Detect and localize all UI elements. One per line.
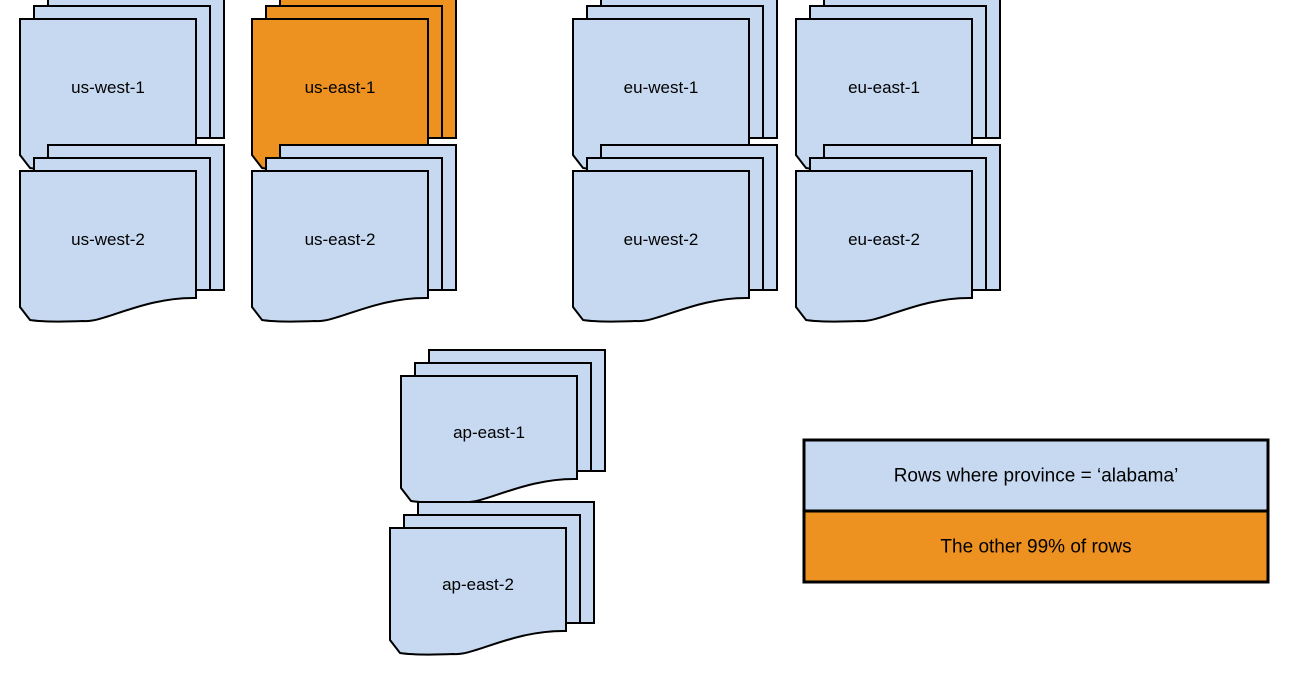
region-node-label: us-east-2 [305,230,376,249]
region-node-label: eu-east-1 [848,78,920,97]
region-node-us-east-1[interactable]: us-east-1 [251,0,457,171]
legend-swatch [802,438,1270,513]
region-node-label: eu-east-2 [848,230,920,249]
region-node-label: us-west-1 [71,78,145,97]
region-node-label: us-east-1 [305,78,376,97]
region-node-eu-west-2[interactable]: eu-west-2 [572,144,778,323]
region-nodes-group: us-west-1 us-east-1 eu-west-1 eu-east-1 us-w… [19,0,1001,656]
region-node-label: ap-east-1 [453,423,525,442]
document-sheet-front [572,170,750,323]
document-sheet-front [795,170,973,323]
document-sheet-front [389,527,567,656]
region-node-label: ap-east-2 [442,575,514,594]
region-node-label: us-west-2 [71,230,145,249]
region-node-eu-east-1[interactable]: eu-east-1 [795,0,1001,171]
legend-label: Rows where province = ‘alabama’ [894,466,1179,487]
region-node-label: eu-west-2 [624,230,699,249]
legend-row-blue-row: Rows where province = ‘alabama’ [802,438,1270,513]
region-node-us-east-2[interactable]: us-east-2 [251,144,457,323]
region-node-ap-east-2[interactable]: ap-east-2 [389,501,595,656]
region-node-us-west-1[interactable]: us-west-1 [19,0,225,171]
document-sheet-front [19,170,197,323]
region-node-us-west-2[interactable]: us-west-2 [19,144,225,323]
legend-row-orange-row: The other 99% of rows [802,509,1270,584]
document-sheet-front [251,170,429,323]
legend-group: Rows where province = ‘alabama’ The other… [802,438,1270,584]
region-node-label: eu-west-1 [624,78,699,97]
legend-swatch [802,509,1270,584]
legend-label: The other 99% of rows [940,537,1131,558]
region-node-ap-east-1[interactable]: ap-east-1 [400,349,606,504]
region-node-eu-east-2[interactable]: eu-east-2 [795,144,1001,323]
region-node-eu-west-1[interactable]: eu-west-1 [572,0,778,171]
